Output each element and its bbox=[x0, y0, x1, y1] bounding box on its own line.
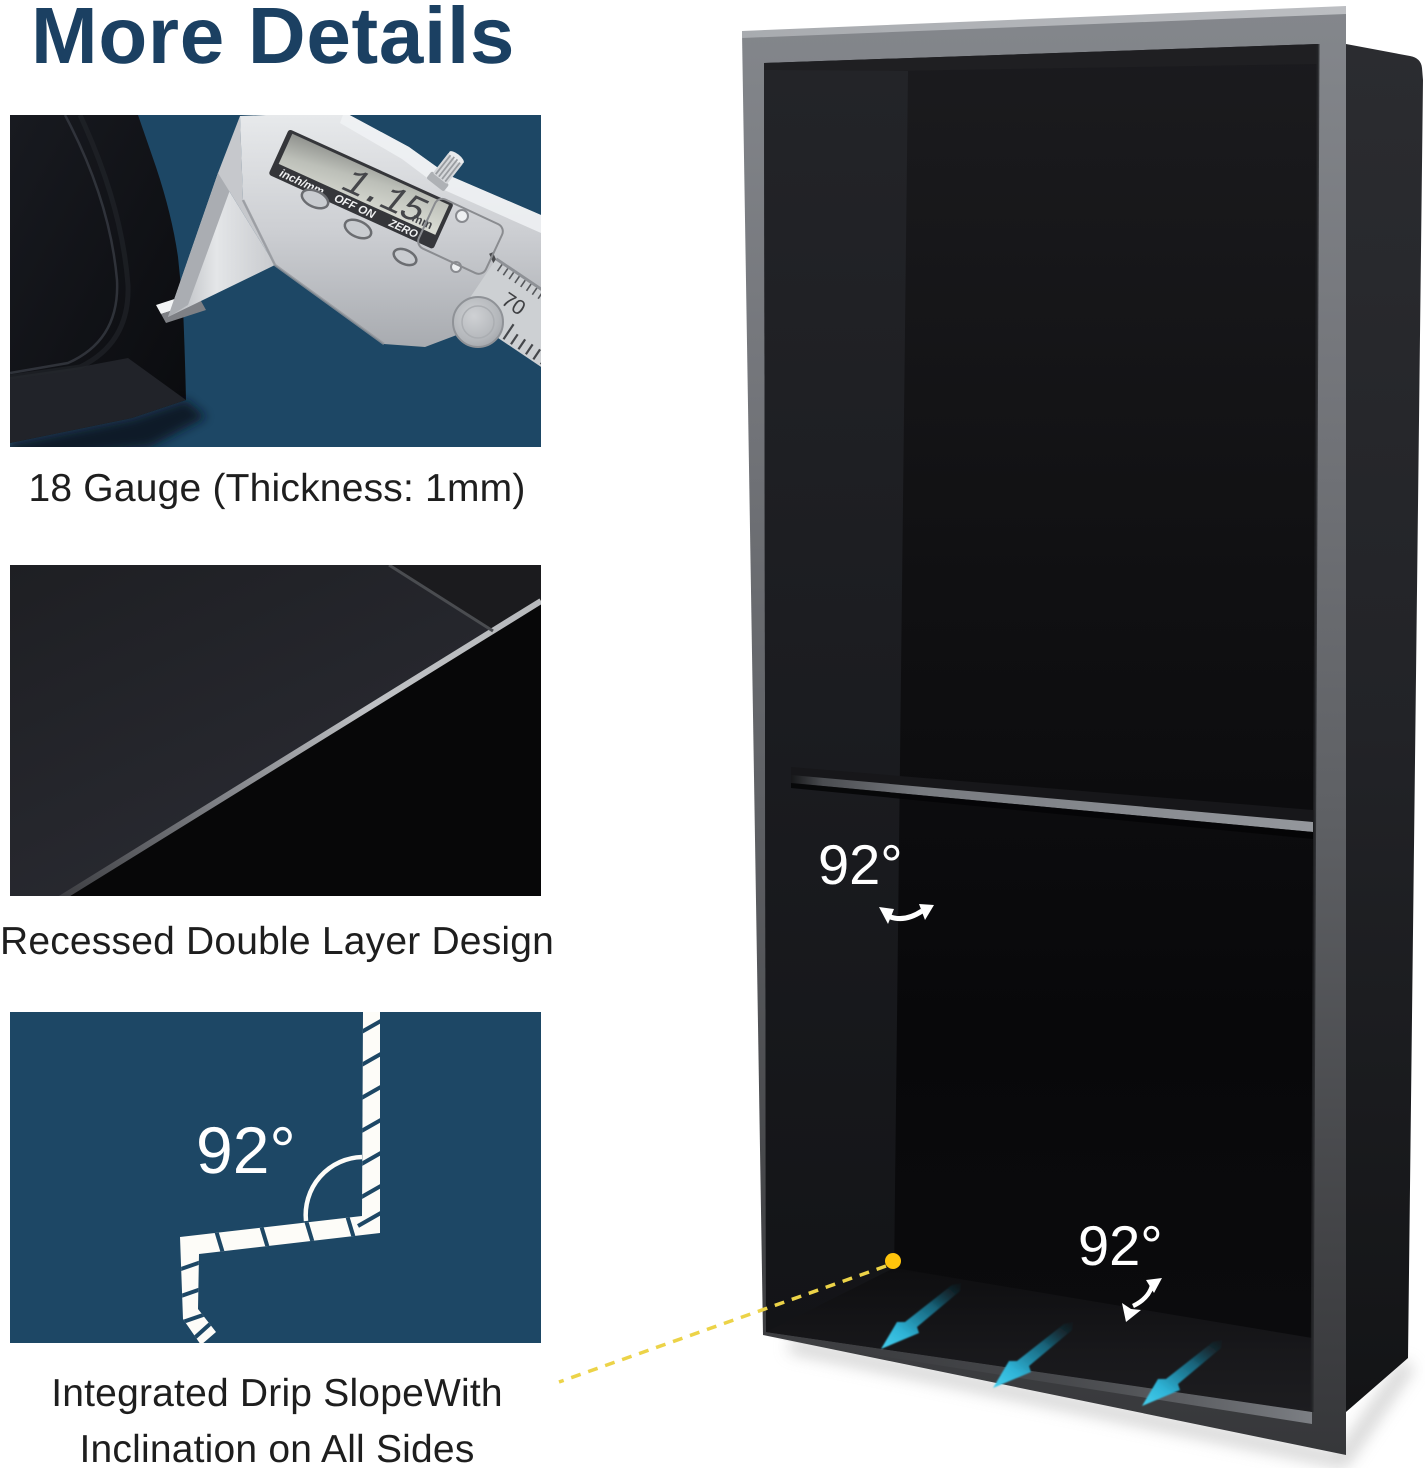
svg-text:92°: 92° bbox=[818, 833, 903, 896]
svg-text:92°: 92° bbox=[1078, 1214, 1163, 1277]
svg-text:92°: 92° bbox=[196, 1113, 296, 1187]
